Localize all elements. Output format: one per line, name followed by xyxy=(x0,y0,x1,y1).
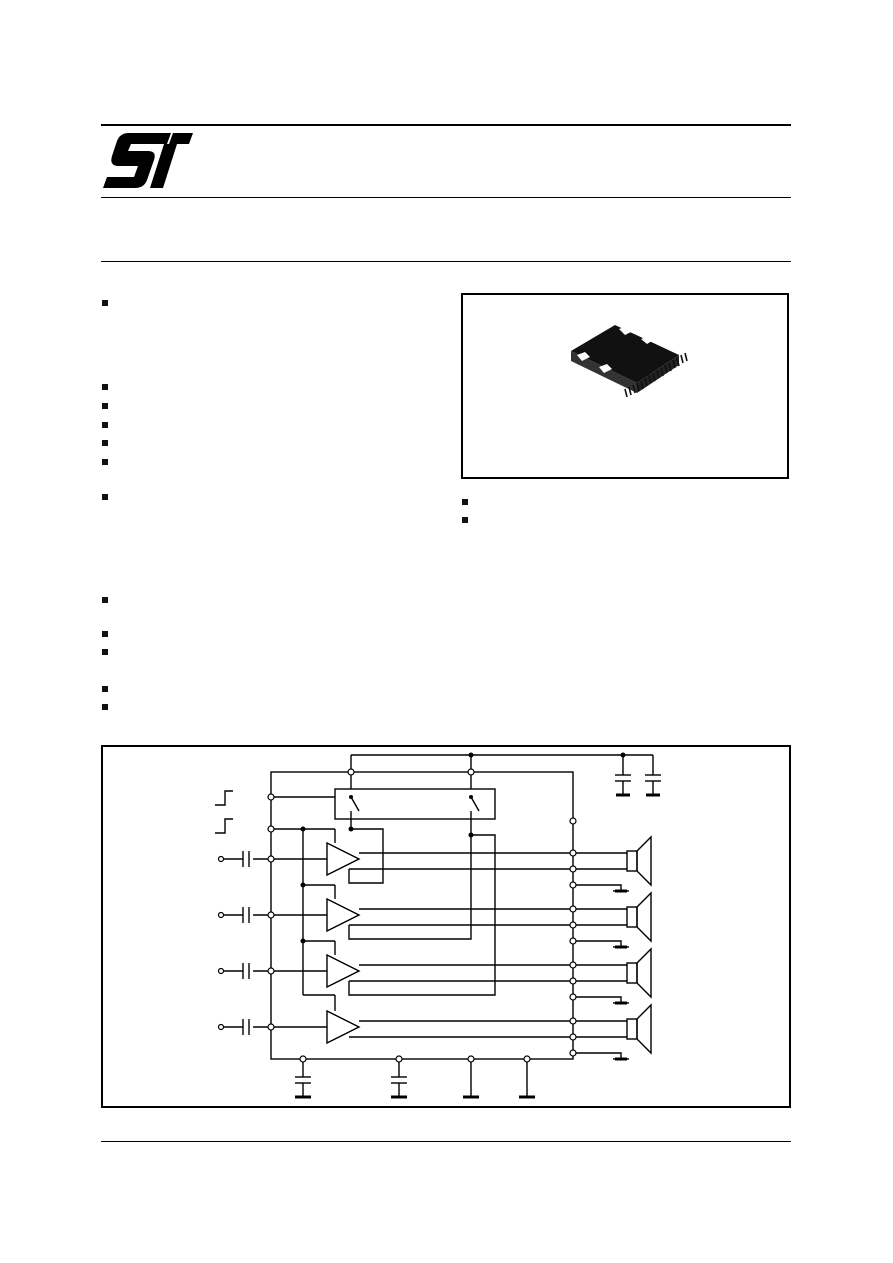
feature-bullet xyxy=(102,384,108,390)
block-diagram-svg xyxy=(215,752,661,1099)
feature-bullet xyxy=(102,686,108,692)
header-top-rule xyxy=(101,124,791,126)
feature-bullet xyxy=(462,517,468,523)
feature-bullet xyxy=(102,704,108,710)
feature-bullet xyxy=(102,440,108,446)
feature-bullet xyxy=(102,494,108,500)
amplifier-block-diagram xyxy=(101,745,791,1108)
feature-bullet xyxy=(102,300,108,306)
feature-bullet xyxy=(462,499,468,505)
feature-bullet xyxy=(102,631,108,637)
feature-bullet xyxy=(102,597,108,603)
feature-bullet xyxy=(102,649,108,655)
header-bottom-rule xyxy=(101,197,791,198)
feature-bullet xyxy=(102,459,108,465)
title-bottom-rule xyxy=(101,261,791,262)
feature-bullet xyxy=(102,403,108,409)
ic-package-flexiwatt-icon xyxy=(571,325,688,397)
st-logo-icon xyxy=(103,133,193,188)
footer-rule xyxy=(101,1141,791,1142)
package-figure xyxy=(461,293,789,479)
feature-bullet xyxy=(102,422,108,428)
